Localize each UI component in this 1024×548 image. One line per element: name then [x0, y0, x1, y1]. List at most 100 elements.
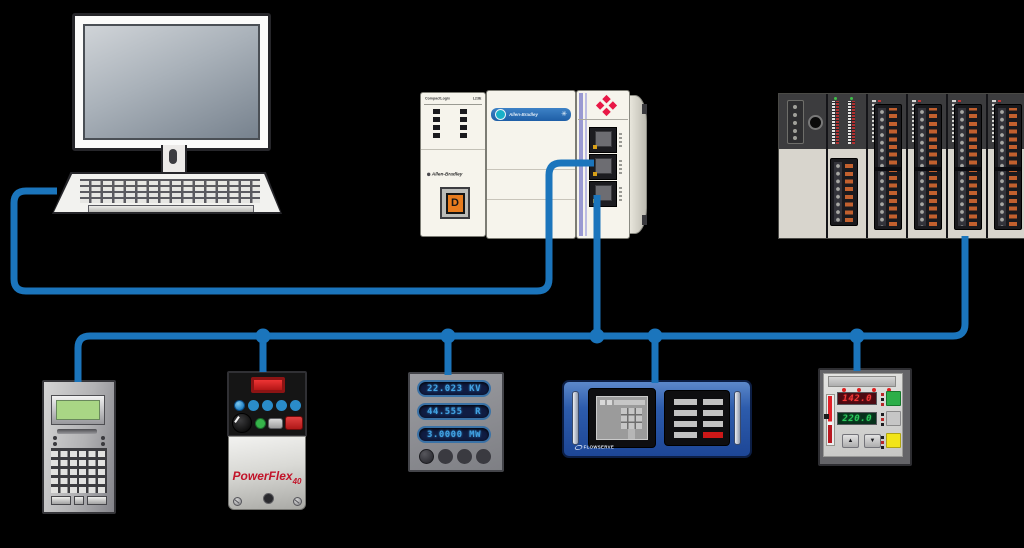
ethernet-switch-module	[576, 90, 630, 239]
terminal-block-divider	[915, 167, 941, 171]
compactlogix-controller: CompactLogix L23E Allen-Bradley D Allen-…	[420, 90, 647, 239]
up-arrow-icon: ▲	[847, 438, 854, 444]
meter-display-r: 44.555 R	[417, 403, 491, 420]
drive-display-frame	[251, 377, 285, 393]
io-terminal-block	[874, 104, 902, 230]
cable-device-bus	[74, 236, 969, 382]
cover-notch	[642, 215, 647, 225]
slot-divider	[866, 94, 868, 238]
power-supply-knob	[808, 115, 823, 130]
bus-junction	[440, 328, 456, 344]
powerflex-brand: PowerFlex40	[229, 467, 305, 486]
brand-band: Allen-Bradley ✳	[491, 108, 571, 121]
nameplate-divider	[424, 104, 482, 105]
drive-nav-buttons	[234, 400, 245, 411]
indicator-leds	[53, 436, 57, 440]
module-seam	[487, 169, 575, 170]
menu-square	[607, 400, 612, 405]
function-key	[51, 496, 71, 505]
powerflex-drive: PowerFlex40	[226, 370, 308, 510]
ab-logo-icon	[263, 493, 274, 504]
cover-notch	[642, 104, 647, 114]
bus-junction	[849, 328, 865, 344]
screw-icon	[293, 497, 302, 506]
menu-square	[600, 400, 605, 405]
keyboard-body	[54, 174, 280, 212]
start-button	[255, 418, 266, 429]
terminal-wiring	[845, 162, 853, 222]
status-led-icon: ✳	[561, 111, 567, 118]
handheld-terminal	[42, 380, 116, 514]
io-module	[948, 94, 984, 238]
sv-display: 220.0	[837, 412, 877, 425]
bus-junction	[255, 328, 271, 344]
io-terminal-block	[914, 104, 942, 230]
meter-unit: KV	[469, 383, 481, 394]
keyboard-spacebar	[88, 205, 254, 212]
meter-value: 22.023	[427, 383, 463, 394]
screen-content	[596, 396, 648, 440]
meter-buttons	[419, 449, 434, 464]
status-bars-left	[674, 399, 697, 405]
workstation-keyboard	[52, 172, 282, 214]
keyboard-keys	[80, 179, 260, 203]
module-seam	[487, 199, 575, 200]
monitor-stand-slot	[169, 149, 177, 164]
diagnostic-led-column	[832, 101, 839, 144]
controller-nameplate: CompactLogix	[425, 97, 451, 101]
port-label-strip	[619, 158, 622, 174]
diagnostic-led-column	[848, 101, 855, 144]
down-arrow-icon: ▼	[869, 438, 876, 444]
deviation-bargraph	[826, 394, 835, 446]
speed-potentiometer-knob	[232, 413, 252, 433]
lcd-screen	[56, 400, 100, 420]
brand-line: Allen-Bradley	[427, 172, 462, 177]
run-button	[886, 391, 901, 406]
power-supply-module: Allen-Bradley ✳	[486, 90, 576, 239]
flow-screen-right	[664, 390, 730, 446]
status-dot-column	[881, 393, 884, 396]
link-led	[593, 172, 597, 176]
module-seam	[578, 119, 628, 120]
remote-io-rack	[778, 93, 1024, 239]
ab-circle-logo-icon	[495, 109, 506, 120]
meter-unit: MW	[469, 429, 481, 440]
meter-display-kv: 22.023 KV	[417, 380, 491, 397]
power-supply-terminals	[787, 100, 804, 144]
decrement-button: ▼	[864, 434, 881, 448]
io-terminal-block	[954, 104, 982, 230]
model-text: 40	[292, 477, 302, 486]
function-key	[73, 496, 85, 505]
controller-module: CompactLogix L23E Allen-Bradley D	[420, 92, 486, 237]
ok-led	[834, 97, 837, 100]
vendor-logo: FLOWSERVE	[573, 444, 614, 451]
keypad-graphic	[621, 408, 642, 429]
drive-led-display	[254, 380, 282, 390]
status-bars-right	[703, 399, 723, 405]
terminal-block-divider	[875, 167, 901, 171]
mode-button	[268, 418, 283, 429]
mode-button	[886, 411, 901, 426]
alarm-leds	[842, 388, 846, 392]
monitor-stand	[161, 145, 187, 175]
function-key-row	[51, 496, 107, 505]
red-diamond-logo-icon	[596, 94, 617, 116]
slot-divider	[946, 94, 948, 238]
link-led	[593, 199, 597, 203]
io-terminal-block	[830, 158, 858, 226]
stop-button	[285, 416, 303, 430]
flow-screen-left	[588, 388, 656, 448]
terminal-screws	[834, 162, 842, 222]
controller-faceplate: 142.0 220.0 ▲ ▼	[823, 373, 903, 457]
ethernet-port-1	[589, 127, 617, 153]
menu-bar	[614, 400, 645, 405]
rj45-jack	[595, 158, 612, 174]
controller-nameplate-model: L23E	[472, 97, 481, 101]
ok-led	[850, 97, 853, 100]
pv-display: 142.0	[837, 392, 877, 405]
drive-body: PowerFlex40	[228, 436, 306, 510]
io-module	[988, 94, 1024, 238]
increment-button: ▲	[842, 434, 859, 448]
terminal-block-divider	[955, 167, 981, 171]
